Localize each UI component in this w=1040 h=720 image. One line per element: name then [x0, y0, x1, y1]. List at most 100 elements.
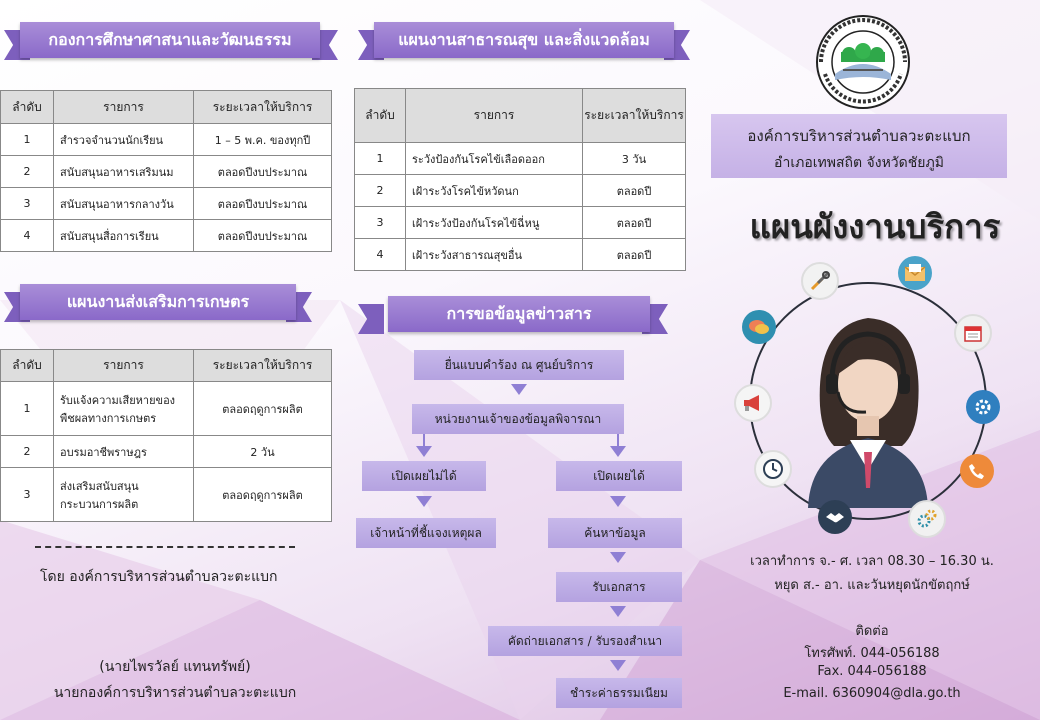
table-cell: ตลอดปี	[582, 206, 686, 239]
table-cell: ตลอดปี	[582, 238, 686, 271]
flow-arrow	[610, 606, 626, 617]
table-cell: สนับสนุนอาหารกลางวัน	[53, 187, 194, 220]
flow-search-data: ค้นหาข้อมูล	[548, 518, 682, 548]
table-cell: 2 วัน	[193, 435, 332, 468]
handshake-icon	[818, 500, 852, 534]
contact-label: ติดต่อ	[855, 624, 889, 639]
table-header: ระยะเวลาให้บริการ	[193, 90, 332, 124]
phone-icon	[960, 454, 994, 488]
table-header: รายการ	[405, 88, 583, 143]
signer-name: (นายไพรวัลย์ แทนทรัพย์)	[99, 659, 251, 675]
dashed-divider	[35, 546, 295, 548]
flow-arrow	[416, 446, 432, 457]
table-cell: 1	[0, 381, 54, 436]
flow-officer-explain: เจ้าหน้าที่ชี้แจงเหตุผล	[356, 518, 496, 548]
table-cell: ส่งเสริมสนับสนุนกระบวนการผลิต	[53, 467, 194, 522]
chat-icon	[742, 310, 776, 344]
holiday-info: หยุด ส.- อา. และวันหยุดนักขัตฤกษ์	[774, 578, 970, 593]
table-cell: อบรมอาชีพราษฎร	[53, 435, 194, 468]
settings-icon	[908, 500, 946, 538]
table-cell: ตลอดปี	[582, 174, 686, 207]
table-cell: เฝ้าระวังป้องกันโรคไข้ฉี่หนู	[405, 206, 583, 239]
flow-arrow	[610, 496, 626, 507]
fax-number: Fax. 044-056188	[817, 664, 927, 679]
table-header: รายการ	[53, 349, 194, 382]
table-cell: 2	[354, 174, 406, 207]
table-cell: เฝ้าระวังโรคไข้หวัดนก	[405, 174, 583, 207]
table-cell: 1 – 5 พ.ค. ของทุกปี	[193, 123, 332, 156]
table-cell: 4	[0, 219, 54, 252]
flow-arrow	[511, 384, 527, 395]
org-name: องค์การบริหารส่วนตำบลวะตะแบก	[747, 127, 971, 145]
table-cell: 3 วัน	[582, 142, 686, 175]
table-row: 1 รับแจ้งความเสียหายของพืชผลทางการเกษตร …	[0, 381, 332, 436]
email-address: E-mail. 6360904@dla.go.th	[783, 686, 961, 701]
table-header: ลำดับ	[354, 88, 406, 143]
table-cell: ระวังป้องกันโรคไข้เลือดออก	[405, 142, 583, 175]
flow-disclosable: เปิดเผยได้	[556, 461, 682, 491]
table-row: 4 สนับสนุนสื่อการเรียน ตลอดปีงบประมาณ	[0, 219, 332, 252]
agriculture-table: ลำดับ รายการ ระยะเวลาให้บริการ 1 รับแจ้ง…	[0, 349, 332, 522]
table-cell: 2	[0, 435, 54, 468]
mail-icon	[898, 256, 932, 290]
table-cell: 3	[0, 187, 54, 220]
flow-arrow	[610, 552, 626, 563]
org-banner: องค์การบริหารส่วนตำบลวะตะแบก อำเภอเทพสถิ…	[711, 114, 1007, 178]
table-cell: 1	[354, 142, 406, 175]
table-row: 2 อบรมอาชีพราษฎร 2 วัน	[0, 435, 332, 468]
table-row: 1 ระวังป้องกันโรคไข้เลือดออก 3 วัน	[354, 142, 686, 175]
flow-pay-fee: ชำระค่าธรรมเนียม	[556, 678, 682, 708]
table-row: 2 สนับสนุนอาหารเสริมนม ตลอดปีงบประมาณ	[0, 155, 332, 188]
gear-icon	[966, 390, 1000, 424]
flow-receive-docs: รับเอกสาร	[556, 572, 682, 602]
table-cell: ตลอดฤดูการผลิต	[193, 381, 332, 436]
by-line: โดย องค์การบริหารส่วนตำบลวะตะแบก	[40, 569, 278, 585]
table-row: 3 เฝ้าระวังป้องกันโรคไข้ฉี่หนู ตลอดปี	[354, 206, 686, 239]
info-section-title: การขอข้อมูลข่าวสาร	[388, 296, 650, 332]
table-cell: ตลอดปีงบประมาณ	[193, 155, 332, 188]
health-table: ลำดับ รายการ ระยะเวลาให้บริการ 1 ระวังป้…	[354, 88, 686, 271]
main-title: แผนผังงานบริการ	[749, 207, 1001, 246]
table-row: 4 เฝ้าระวังสาธารณสุขอื่น ตลอดปี	[354, 238, 686, 271]
org-logo	[815, 14, 911, 110]
table-cell: 4	[354, 238, 406, 271]
megaphone-icon	[734, 384, 772, 422]
table-cell: 2	[0, 155, 54, 188]
flow-arrow	[610, 446, 626, 457]
flow-line	[617, 434, 619, 448]
flow-not-disclosable: เปิดเผยไม่ได้	[362, 461, 486, 491]
education-table: ลำดับ รายการ ระยะเวลาให้บริการ 1 สำรวจจำ…	[0, 90, 332, 252]
table-header: ระยะเวลาให้บริการ	[193, 349, 332, 382]
signer-title: นายกองค์การบริหารส่วนตำบลวะตะแบก	[53, 685, 297, 701]
tools-icon	[801, 262, 839, 300]
table-cell: รับแจ้งความเสียหายของพืชผลทางการเกษตร	[53, 381, 194, 436]
clock-icon	[754, 450, 792, 488]
table-cell: 1	[0, 123, 54, 156]
table-cell: 3	[0, 467, 54, 522]
flow-line	[423, 434, 425, 448]
flow-step-review: หน่วยงานเจ้าของข้อมูลพิจารณา	[412, 404, 624, 434]
health-section-title: แผนงานสาธารณสุข และสิ่งแวดล้อม	[374, 22, 674, 58]
flow-step-submit: ยื่นแบบคำร้อง ณ ศูนย์บริการ	[414, 350, 624, 380]
flow-arrow	[610, 660, 626, 671]
table-row: 1 สำรวจจำนวนนักเรียน 1 – 5 พ.ค. ของทุกปี	[0, 123, 332, 156]
table-cell: ตลอดปีงบประมาณ	[193, 187, 332, 220]
ribbon-end-left	[358, 304, 384, 334]
table-cell: ตลอดฤดูการผลิต	[193, 467, 332, 522]
table-header: รายการ	[53, 90, 194, 124]
office-hours: เวลาทำการ จ.- ศ. เวลา 08.30 – 16.30 น.	[750, 554, 994, 569]
table-row: 2 เฝ้าระวังโรคไข้หวัดนก ตลอดปี	[354, 174, 686, 207]
table-header: ลำดับ	[0, 90, 54, 124]
flow-arrow	[416, 496, 432, 507]
table-cell: ตลอดปีงบประมาณ	[193, 219, 332, 252]
table-row: 3 สนับสนุนอาหารกลางวัน ตลอดปีงบประมาณ	[0, 187, 332, 220]
table-cell: สนับสนุนสื่อการเรียน	[53, 219, 194, 252]
table-cell: สำรวจจำนวนนักเรียน	[53, 123, 194, 156]
table-header: ลำดับ	[0, 349, 54, 382]
service-illustration	[738, 256, 998, 536]
phone-number: โทรศัพท์. 044-056188	[804, 646, 940, 661]
org-location: อำเภอเทพสถิต จังหวัดชัยภูมิ	[774, 155, 944, 171]
table-cell: เฝ้าระวังสาธารณสุขอื่น	[405, 238, 583, 271]
education-section-title: กองการศึกษาศาสนาและวัฒนธรรม	[20, 22, 320, 58]
table-row: 3 ส่งเสริมสนับสนุนกระบวนการผลิต ตลอดฤดูก…	[0, 467, 332, 522]
